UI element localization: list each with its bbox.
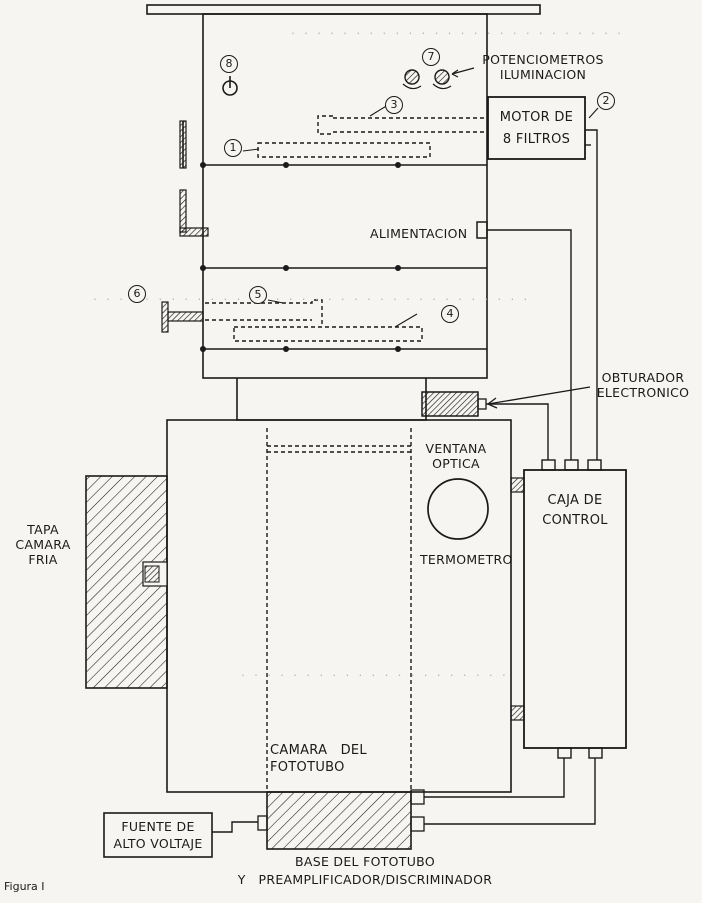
marker-7: 7 <box>422 48 440 66</box>
marker-6: 6 <box>128 285 146 303</box>
potentiometers-label: POTENCIOMETROS ILUMINACION <box>482 52 604 82</box>
phototube-chamber-label: CAMARA DEL FOTOTUBO <box>270 743 367 775</box>
cold-cover-label: TAPA CAMARA FRIA <box>15 522 71 567</box>
power-switch-icon <box>222 76 238 96</box>
motor-label: MOTOR DE 8 FILTROS <box>499 110 574 147</box>
phototube-base <box>266 791 412 850</box>
shutter-label: OBTURADOR ELECTRONICO <box>596 370 690 400</box>
high-voltage-supply-label: FUENTE DE ALTO VOLTAJE <box>113 819 203 851</box>
left-brackets <box>161 120 209 333</box>
thermometer-label: TERMOMETRO <box>420 552 513 567</box>
electronic-shutter <box>421 391 479 417</box>
optical-window-label: VENTANA OPTICA <box>425 441 487 471</box>
marker-1: 1 <box>224 139 242 157</box>
leader-lines <box>242 104 599 328</box>
phototube-base-label: BASE DEL FOTOTUBO Y PREAMPLIFICADOR/DISC… <box>237 854 493 887</box>
potentiometer-knobs <box>402 67 475 90</box>
top-plate <box>146 4 541 15</box>
marker-2: 2 <box>597 92 615 110</box>
marker-8: 8 <box>220 55 238 73</box>
figure-caption: Figura I <box>4 880 45 893</box>
shutter-arrow <box>487 386 591 409</box>
camera-body <box>166 419 512 793</box>
motor-box <box>487 96 586 160</box>
lower-shaft <box>205 299 323 327</box>
power-supply-label: ALIMENTACION <box>370 226 468 241</box>
marker-4: 4 <box>441 305 459 323</box>
motor-shaft <box>317 115 488 135</box>
bleed-text: . . . . . . . . . . . . . . . . . . . . … <box>92 292 529 303</box>
cables <box>212 129 598 833</box>
marker-5: 5 <box>249 286 267 304</box>
rail-dots <box>200 162 401 352</box>
upper-housing <box>202 13 488 379</box>
bleed-text: . . . . . . . . . . . . . . . . . . . . … <box>240 668 508 679</box>
thermometer-dial <box>427 478 489 540</box>
control-box-label: CAJA DE CONTROL <box>542 493 608 528</box>
high-voltage-supply-box <box>103 812 213 858</box>
housing-neck <box>236 378 427 421</box>
power-connector <box>476 221 488 239</box>
filter-slide-upper <box>257 142 431 158</box>
bleed-text: . . . . . . . . . . . . . . . . . . . . … <box>290 26 623 37</box>
marker-3: 3 <box>385 96 403 114</box>
filter-slide-lower <box>233 326 423 342</box>
